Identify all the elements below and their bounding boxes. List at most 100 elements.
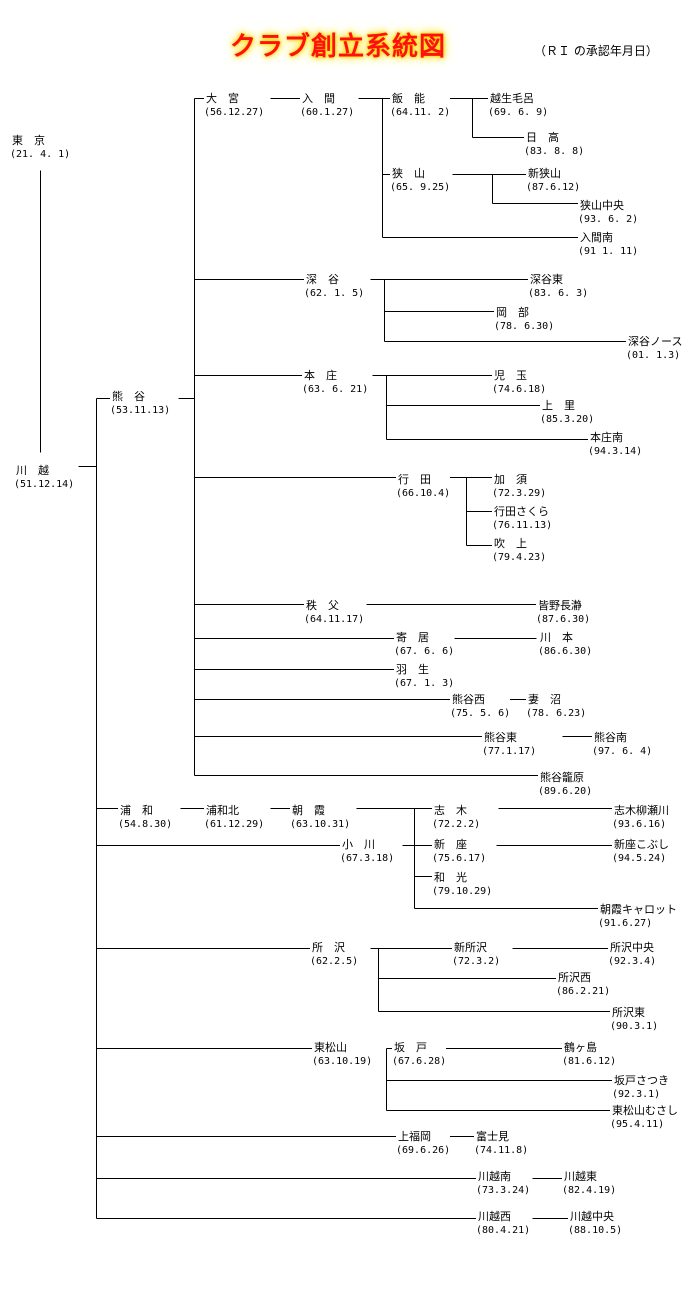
- club-node: 所沢東(90.3.1): [610, 1006, 659, 1034]
- club-node: 志木柳瀬川(93.6.16): [612, 804, 671, 832]
- club-approval-date: (93. 6. 2): [578, 214, 639, 225]
- club-approval-date: (74.11.8): [474, 1145, 529, 1156]
- club-approval-date: (65. 9.25): [390, 182, 451, 193]
- club-node: 大 宮(56.12.27): [204, 92, 265, 120]
- club-node: 飯 能(64.11. 2): [390, 92, 451, 120]
- club-node: 児 玉(74.6.18): [492, 369, 547, 397]
- club-name: 東松山: [312, 1041, 373, 1055]
- club-approval-date: (78. 6.23): [526, 708, 587, 719]
- club-approval-date: (83. 8. 8): [524, 146, 585, 157]
- club-approval-date: (88.10.5): [568, 1225, 623, 1236]
- club-approval-date: (67.3.18): [340, 853, 395, 864]
- club-approval-date: (72.3.2): [452, 956, 501, 967]
- club-approval-date: (91 1. 11): [578, 246, 639, 257]
- club-name: 富士見: [474, 1130, 529, 1144]
- club-approval-date: (21. 4. 1): [10, 149, 71, 160]
- club-approval-date: (93.6.16): [612, 819, 667, 830]
- club-node: 熊 谷(53.11.13): [110, 390, 171, 418]
- club-approval-date: (66.10.4): [396, 488, 451, 499]
- club-approval-date: (79.4.23): [492, 552, 547, 563]
- club-approval-date: (86.2.21): [556, 986, 611, 997]
- club-approval-date: (64.11. 2): [390, 107, 451, 118]
- club-approval-date: (63.10.19): [312, 1056, 373, 1067]
- club-name: 深谷ノース: [626, 335, 685, 349]
- club-name: 狭 山: [390, 167, 451, 181]
- club-node: 新 座(75.6.17): [432, 838, 487, 866]
- club-node: 浦和北(61.12.29): [204, 804, 265, 832]
- club-node: 越生毛呂(69. 6. 9): [488, 92, 549, 120]
- club-node: 岡 部(78. 6.30): [494, 306, 555, 334]
- club-name: 加 須: [492, 473, 547, 487]
- club-approval-date: (78. 6.30): [494, 321, 555, 332]
- club-name: 深谷東: [528, 273, 589, 287]
- club-approval-date: (67.6.28): [392, 1056, 447, 1067]
- club-node: 東 京(21. 4. 1): [10, 134, 71, 162]
- club-name: 所沢東: [610, 1006, 659, 1020]
- club-node: 羽 生(67. 1. 3): [394, 663, 455, 691]
- club-name: 坂戸さつき: [612, 1074, 671, 1088]
- club-approval-date: (69.6.26): [396, 1145, 451, 1156]
- club-node: 皆野長瀞(87.6.30): [536, 599, 591, 627]
- club-name: 入間南: [578, 231, 639, 245]
- club-name: 行田さくら: [492, 505, 553, 519]
- club-approval-date: (86.6.30): [538, 646, 593, 657]
- club-name: 川越南: [476, 1170, 531, 1184]
- club-approval-date: (97. 6. 4): [592, 746, 653, 757]
- club-node: 川越東(82.4.19): [562, 1170, 617, 1198]
- club-approval-date: (63. 6. 21): [302, 384, 369, 395]
- club-name: 飯 能: [390, 92, 451, 106]
- club-node: 本 庄(63. 6. 21): [302, 369, 369, 397]
- club-name: 熊谷南: [592, 731, 653, 745]
- club-approval-date: (89.6.20): [538, 786, 593, 797]
- club-name: 新 座: [432, 838, 487, 852]
- club-name: 児 玉: [492, 369, 547, 383]
- club-approval-date: (01. 1.3): [626, 350, 681, 361]
- club-node: 所 沢(62.2.5): [310, 941, 359, 969]
- club-approval-date: (80.4.21): [476, 1225, 531, 1236]
- club-node: 吹 上(79.4.23): [492, 537, 547, 565]
- club-node: 狭 山(65. 9.25): [390, 167, 451, 195]
- club-name: 入 間: [300, 92, 355, 106]
- club-node: 川越南(73.3.24): [476, 1170, 531, 1198]
- club-approval-date: (92.3.4): [608, 956, 657, 967]
- club-approval-date: (69. 6. 9): [488, 107, 549, 118]
- club-node: 熊谷籠原(89.6.20): [538, 771, 593, 799]
- club-approval-date: (62. 1. 5): [304, 288, 365, 299]
- club-node: 和 光(79.10.29): [432, 871, 493, 899]
- club-name: 川 本: [538, 631, 593, 645]
- club-approval-date: (94.3.14): [588, 446, 643, 457]
- club-name: 深 谷: [304, 273, 365, 287]
- club-approval-date: (95.4.11): [610, 1119, 665, 1130]
- club-name: 坂 戸: [392, 1041, 447, 1055]
- club-name: 浦和北: [204, 804, 265, 818]
- club-approval-date: (72.2.2): [432, 819, 481, 830]
- club-name: 寄 居: [394, 631, 455, 645]
- club-name: 川 越: [14, 464, 75, 478]
- club-node: 寄 居(67. 6. 6): [394, 631, 455, 659]
- club-node: 所沢西(86.2.21): [556, 971, 611, 999]
- club-approval-date: (94.5.24): [612, 853, 667, 864]
- club-node: 志 木(72.2.2): [432, 804, 481, 832]
- club-approval-date: (83. 6. 3): [528, 288, 589, 299]
- club-node: 行田さくら(76.11.13): [492, 505, 553, 533]
- club-node: 熊谷南(97. 6. 4): [592, 731, 653, 759]
- club-name: 狭山中央: [578, 199, 639, 213]
- club-approval-date: (90.3.1): [610, 1021, 659, 1032]
- club-approval-date: (72.3.29): [492, 488, 547, 499]
- club-name: 川越東: [562, 1170, 617, 1184]
- club-approval-date: (75. 5. 6): [450, 708, 511, 719]
- club-node: 富士見(74.11.8): [474, 1130, 529, 1158]
- club-node: 深谷東(83. 6. 3): [528, 273, 589, 301]
- club-name: 行 田: [396, 473, 451, 487]
- club-node: 川 越(51.12.14): [14, 464, 75, 492]
- club-approval-date: (53.11.13): [110, 405, 171, 416]
- club-node: 入 間(60.1.27): [300, 92, 355, 120]
- approval-date-note: （ＲＩ の承認年月日）: [534, 44, 658, 58]
- club-node: 狭山中央(93. 6. 2): [578, 199, 639, 227]
- club-node: 東松山むさし(95.4.11): [610, 1104, 680, 1132]
- club-approval-date: (51.12.14): [14, 479, 75, 490]
- club-name: 所沢西: [556, 971, 611, 985]
- club-approval-date: (67. 6. 6): [394, 646, 455, 657]
- club-name: 小 川: [340, 838, 395, 852]
- club-name: 皆野長瀞: [536, 599, 591, 613]
